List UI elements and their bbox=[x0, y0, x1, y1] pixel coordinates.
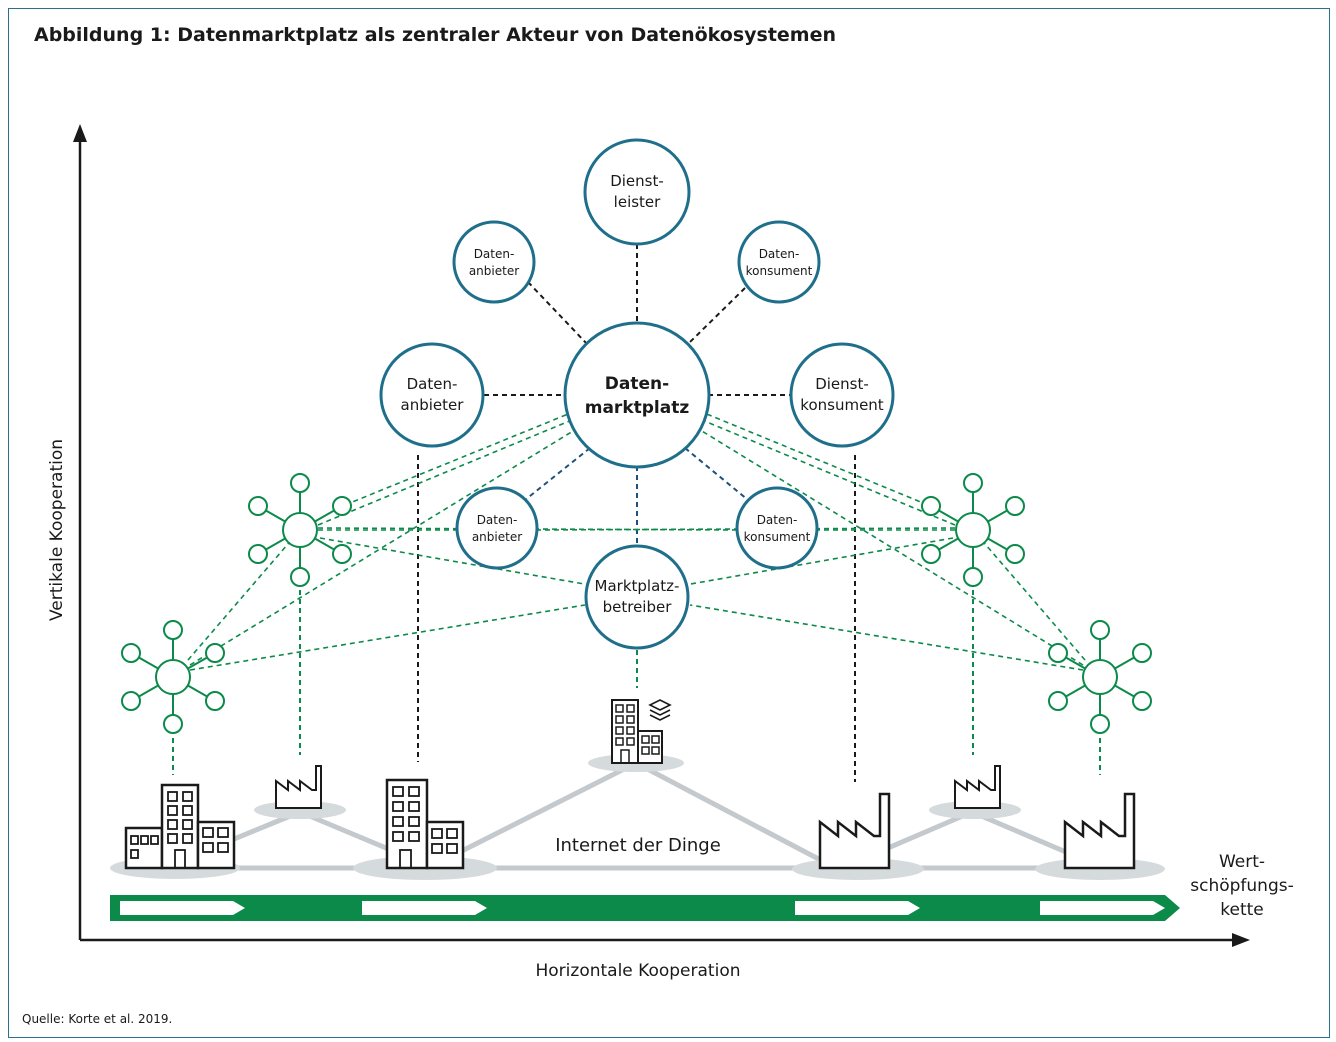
svg-text:Daten-: Daten- bbox=[477, 513, 518, 527]
svg-text:Marktplatz-: Marktplatz- bbox=[595, 577, 680, 595]
actor-dienstkonsument: Dienst- konsument bbox=[789, 342, 895, 448]
black-spokes bbox=[484, 244, 790, 396]
actor-datenkonsument-top: Daten- konsument bbox=[737, 220, 821, 304]
svg-text:Dienst-: Dienst- bbox=[815, 375, 869, 393]
svg-text:schöpfungs-: schöpfungs- bbox=[1190, 876, 1294, 896]
svg-text:Daten-: Daten- bbox=[407, 375, 458, 393]
svg-text:leister: leister bbox=[614, 193, 661, 211]
figure-title: Abbildung 1: Datenmarktplatz als zentral… bbox=[34, 24, 837, 46]
x-axis-label: Horizontale Kooperation bbox=[536, 961, 741, 981]
hub-node-right-upper bbox=[921, 473, 1025, 587]
office-building-center-left-icon bbox=[385, 778, 465, 870]
svg-text:Daten-: Daten- bbox=[474, 247, 515, 261]
actor-datenmarktplatz: Daten- marktplatz bbox=[563, 321, 711, 469]
value-chain-band bbox=[110, 895, 1180, 921]
value-chain-label: Wert- schöpfungs- kette bbox=[1190, 852, 1294, 920]
hub-node-left-lower bbox=[121, 620, 225, 734]
svg-text:konsument: konsument bbox=[744, 530, 811, 544]
office-building-cluster-icon bbox=[124, 783, 236, 870]
large-factory-right-icon bbox=[1063, 792, 1136, 870]
svg-text:konsument: konsument bbox=[746, 264, 813, 278]
svg-text:anbieter: anbieter bbox=[401, 396, 465, 414]
svg-text:konsument: konsument bbox=[800, 396, 884, 414]
svg-text:kette: kette bbox=[1220, 900, 1264, 920]
large-factory-center-right-icon bbox=[818, 792, 891, 870]
iot-label: Internet der Dinge bbox=[555, 835, 721, 856]
actor-datenanbieter-mid: Daten- anbieter bbox=[379, 342, 485, 448]
svg-text:marktplatz: marktplatz bbox=[585, 398, 690, 418]
hub-node-right-lower bbox=[1048, 620, 1152, 734]
ground-shadows bbox=[110, 754, 1165, 880]
actor-datenkonsument-low: Daten- konsument bbox=[735, 486, 819, 570]
figure-frame bbox=[8, 8, 1330, 1038]
axes bbox=[73, 124, 1250, 947]
y-axis-label: Vertikale Kooperation bbox=[47, 439, 67, 621]
actor-dienstleister: Dienst- leister bbox=[583, 138, 691, 246]
actor-datenanbieter-top: Daten- anbieter bbox=[452, 220, 536, 304]
small-factory-left-icon bbox=[275, 765, 322, 809]
hub-node-left-upper bbox=[248, 473, 352, 587]
iot-network bbox=[175, 760, 1100, 871]
drop-lines bbox=[172, 455, 1101, 782]
svg-text:Dienst-: Dienst- bbox=[610, 172, 664, 190]
svg-text:anbieter: anbieter bbox=[469, 264, 519, 278]
svg-text:Daten-: Daten- bbox=[759, 247, 800, 261]
svg-text:Daten-: Daten- bbox=[757, 513, 798, 527]
svg-text:anbieter: anbieter bbox=[472, 530, 522, 544]
source-note: Quelle: Korte et al. 2019. bbox=[22, 1012, 173, 1026]
marketplace-operator-building-icon bbox=[611, 699, 672, 764]
layers-icon bbox=[648, 699, 672, 721]
svg-text:betreiber: betreiber bbox=[603, 598, 673, 616]
svg-text:Daten-: Daten- bbox=[605, 374, 669, 394]
small-factory-right-icon bbox=[954, 765, 1001, 809]
actor-datenanbieter-low: Daten- anbieter bbox=[455, 486, 539, 570]
actor-marktplatzbetreiber: Marktplatz- betreiber bbox=[584, 544, 690, 650]
blue-spokes bbox=[524, 447, 749, 550]
svg-text:Wert-: Wert- bbox=[1219, 852, 1265, 872]
